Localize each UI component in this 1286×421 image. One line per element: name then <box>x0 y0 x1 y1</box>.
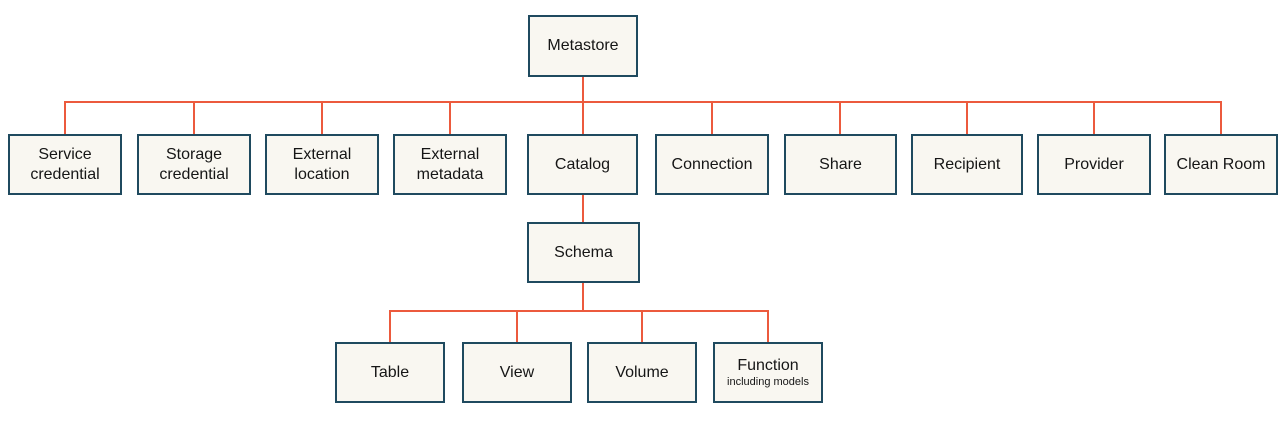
node-label: Schema <box>554 243 613 261</box>
node-view: View <box>462 342 572 403</box>
node-function: Function including models <box>713 342 823 403</box>
node-table: Table <box>335 342 445 403</box>
node-clean-room: Clean Room <box>1164 134 1278 195</box>
node-label: Metastore <box>547 37 619 54</box>
node-label: Recipient <box>933 155 1001 173</box>
node-label: Provider <box>1064 155 1124 173</box>
node-label: Connection <box>671 155 753 173</box>
node-label: External location <box>292 145 352 183</box>
node-label: Service credential <box>30 145 100 183</box>
node-sublabel: including models <box>727 376 809 389</box>
node-label: Function <box>737 357 799 375</box>
node-label: Clean Room <box>1176 155 1266 173</box>
node-service-credential: Service credential <box>8 134 122 195</box>
node-label: Storage credential <box>159 145 229 183</box>
node-volume: Volume <box>587 342 697 403</box>
node-metastore: Metastore <box>528 15 638 77</box>
node-label: Share <box>819 155 862 173</box>
node-schema: Schema <box>527 222 640 283</box>
node-external-metadata: External metadata <box>393 134 507 195</box>
node-label: Volume <box>615 363 669 381</box>
node-connection: Connection <box>655 134 769 195</box>
node-label: Table <box>370 363 410 381</box>
node-external-location: External location <box>265 134 379 195</box>
node-share: Share <box>784 134 897 195</box>
node-recipient: Recipient <box>911 134 1023 195</box>
node-label: External metadata <box>416 145 484 183</box>
node-label: Catalog <box>554 155 611 173</box>
node-provider: Provider <box>1037 134 1151 195</box>
node-storage-credential: Storage credential <box>137 134 251 195</box>
node-label: View <box>499 363 535 381</box>
node-catalog: Catalog <box>527 134 638 195</box>
